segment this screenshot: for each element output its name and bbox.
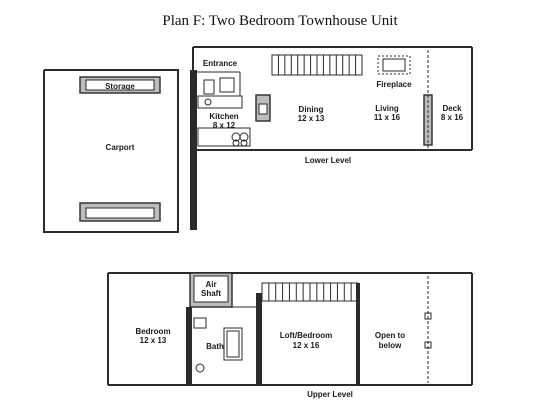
upper-level-structure	[107, 272, 473, 386]
entrance-label: Entrance	[203, 59, 238, 68]
loft-size: 12 x 16	[293, 341, 320, 350]
upper-level-label: Upper Level	[307, 390, 353, 399]
loft-label: Loft/Bedroom	[280, 331, 332, 340]
deck-label: Deck	[442, 104, 462, 113]
living-size: 11 x 16	[374, 113, 401, 122]
bedroom-size: 12 x 13	[140, 336, 167, 345]
living-label: Living	[375, 104, 399, 113]
dining-size: 12 x 13	[298, 114, 325, 123]
kitchen-size: 8 x 12	[213, 121, 236, 130]
kitchen-label: Kitchen	[209, 112, 238, 121]
open-label: Open to	[375, 331, 405, 340]
dining-label: Dining	[299, 105, 324, 114]
bedroom-label: Bedroom	[135, 327, 170, 336]
carport-label: Carport	[106, 143, 135, 152]
fireplace-label: Fireplace	[376, 80, 412, 89]
air-label: Air	[205, 280, 216, 289]
lower-stair-treads	[277, 55, 357, 75]
lower-level-structure	[190, 46, 473, 230]
bath-label: Bath	[206, 342, 224, 351]
upper-stair-treads	[268, 283, 352, 301]
deck-size: 8 x 16	[441, 113, 464, 122]
lower-level-label: Lower Level	[305, 156, 351, 165]
carport-structure	[43, 69, 179, 233]
shaft-label: Shaft	[201, 289, 221, 298]
storage-label: Storage	[105, 82, 135, 91]
below-label: below	[379, 341, 402, 350]
plan-title: Plan F: Two Bedroom Townhouse Unit	[162, 13, 398, 29]
